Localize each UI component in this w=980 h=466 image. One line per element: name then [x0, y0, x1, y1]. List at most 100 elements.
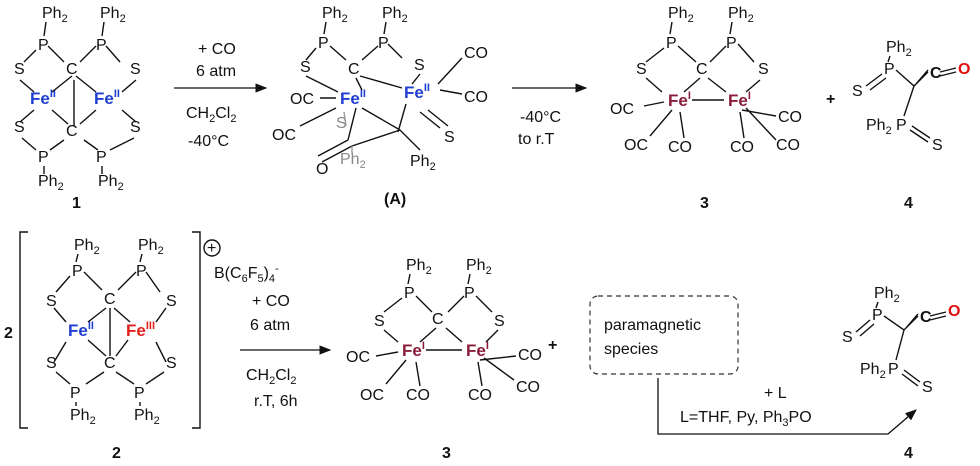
- sulfur-label: S: [636, 61, 647, 78]
- carbon-label: C: [920, 309, 932, 326]
- carbonyl: OC: [346, 349, 370, 366]
- carbonyl: OC: [360, 387, 384, 404]
- ligand-list: L=THF, Py, Ph3PO: [680, 409, 812, 429]
- compound-4-bottom: Ph2 P S C O Ph2 P S 4: [842, 285, 960, 462]
- phosphorus-label: P: [136, 263, 147, 280]
- oxygen-label: O: [316, 161, 328, 178]
- bonds: [375, 273, 517, 387]
- reagent-co: + CO: [252, 293, 290, 310]
- stoichiometric-coefficient: 2: [4, 325, 13, 342]
- bracket-right: [192, 231, 201, 429]
- bonds-gray: [343, 111, 353, 154]
- compound-number: 4: [904, 445, 913, 462]
- phosphorus-label: P: [96, 149, 107, 166]
- carbon-label: C: [104, 291, 116, 308]
- compound-number: 1: [72, 195, 81, 212]
- phosphorus-label: P: [134, 385, 145, 402]
- iron-label: FeI: [668, 90, 691, 110]
- sulfur-label: S: [842, 329, 853, 346]
- carbonyl: CO: [518, 347, 542, 364]
- ph2-label: Ph2: [668, 5, 694, 25]
- carbon-label: C: [348, 61, 360, 78]
- ph2-label: Ph2: [340, 151, 366, 171]
- carbonyl: CO: [406, 387, 430, 404]
- sulfur-label: S: [166, 293, 177, 310]
- phosphorus-label: P: [464, 285, 475, 302]
- compound-number: 3: [700, 195, 709, 212]
- bonds: [855, 301, 947, 387]
- box-text-line2: species: [604, 341, 658, 358]
- sulfur-label: S: [852, 83, 863, 100]
- sulfur-label: S: [166, 355, 177, 372]
- ph2-label: Ph2: [466, 257, 492, 277]
- carbon-label: C: [696, 61, 708, 78]
- bonds: [643, 21, 777, 141]
- bonds: [53, 253, 167, 406]
- compound-3-bottom: Ph2 Ph2 P P S S C FeI FeI OC CO OC CO CO…: [346, 257, 542, 462]
- ph2-label: Ph2: [322, 5, 348, 25]
- ph2-label: Ph2: [38, 173, 64, 193]
- sulfur-label: S: [46, 355, 57, 372]
- iron-label: FeI: [466, 340, 489, 360]
- sulfur-label: S: [494, 313, 505, 330]
- iron-label: FeII: [340, 88, 366, 108]
- solvent: CH2Cl2: [186, 105, 236, 125]
- sulfur-label: S: [130, 61, 141, 78]
- ph2-label: Ph2: [100, 5, 126, 25]
- sulfur-label: S: [758, 61, 769, 78]
- phosphorus-label: P: [318, 35, 329, 52]
- ph2-label: Ph2: [382, 5, 408, 25]
- reagent-co: + CO: [198, 41, 236, 58]
- plus-sign: +: [826, 91, 835, 108]
- sulfur-label: S: [46, 293, 57, 310]
- phosphorus-label: P: [666, 35, 677, 52]
- compound-number: (A): [384, 191, 406, 208]
- sulfur-label: S: [336, 115, 347, 132]
- iron-label: FeII: [94, 88, 120, 108]
- iron-label: FeII: [404, 82, 430, 102]
- intermediate-a: Ph2 Ph2 P P S S C CO OC FeII FeII CO OC …: [272, 5, 488, 208]
- solvent: CH2Cl2: [246, 367, 296, 387]
- ph2-label: Ph2: [860, 361, 886, 381]
- ph2-label: Ph2: [874, 285, 900, 305]
- carbonyl: CO: [776, 137, 800, 154]
- bonds: [19, 21, 137, 174]
- phosphorus-label: P: [38, 37, 49, 54]
- compound-1: Ph2 Ph2 P P S S C FeII FeII C S S P P Ph…: [14, 5, 141, 212]
- reaction-arrow: [657, 378, 917, 435]
- phosphorus-label: P: [70, 385, 81, 402]
- carbon-label: C: [66, 123, 78, 140]
- reaction-step-3: B(C6F5)4- + CO 6 atm CH2Cl2 r.T, 6h: [214, 263, 332, 410]
- carbonyl: CO: [668, 139, 692, 156]
- sulfur-label: S: [14, 119, 25, 136]
- phosphorus-label: P: [378, 35, 389, 52]
- bonds: [865, 55, 957, 143]
- phosphorus-label: P: [872, 307, 883, 324]
- charge-label: +: [207, 240, 216, 257]
- carbonyl: CO: [730, 139, 754, 156]
- phosphorus-label: P: [38, 149, 49, 166]
- ph2-label: Ph2: [134, 407, 160, 427]
- carbonyl: CO: [468, 387, 492, 404]
- ph2-label: Ph2: [70, 407, 96, 427]
- ph2-label: Ph2: [866, 117, 892, 137]
- ph2-label: Ph2: [138, 237, 164, 257]
- ph2-label: Ph2: [886, 39, 912, 59]
- compound-number: 4: [904, 195, 913, 212]
- reaction-step-4: + L L=THF, Py, Ph3PO: [657, 378, 917, 435]
- sulfur-label: S: [130, 119, 141, 136]
- iron-label: FeI: [728, 90, 751, 110]
- condition: r.T, 6h: [254, 393, 298, 410]
- box-text-line1: paramagnetic: [604, 317, 701, 334]
- iron-label: FeI: [402, 340, 425, 360]
- compound-3-top: Ph2 Ph2 P P S S C FeI FeI OC CO OC CO CO…: [610, 5, 802, 212]
- phosphorus-label: P: [404, 285, 415, 302]
- sulfur-label: S: [300, 59, 311, 76]
- carbonyl: CO: [464, 45, 488, 62]
- bracket-left: [19, 231, 28, 429]
- sulfur-label: S: [374, 313, 385, 330]
- pressure: 6 atm: [196, 63, 236, 80]
- phosphorus-label: P: [96, 37, 107, 54]
- phosphorus-label: P: [896, 117, 907, 134]
